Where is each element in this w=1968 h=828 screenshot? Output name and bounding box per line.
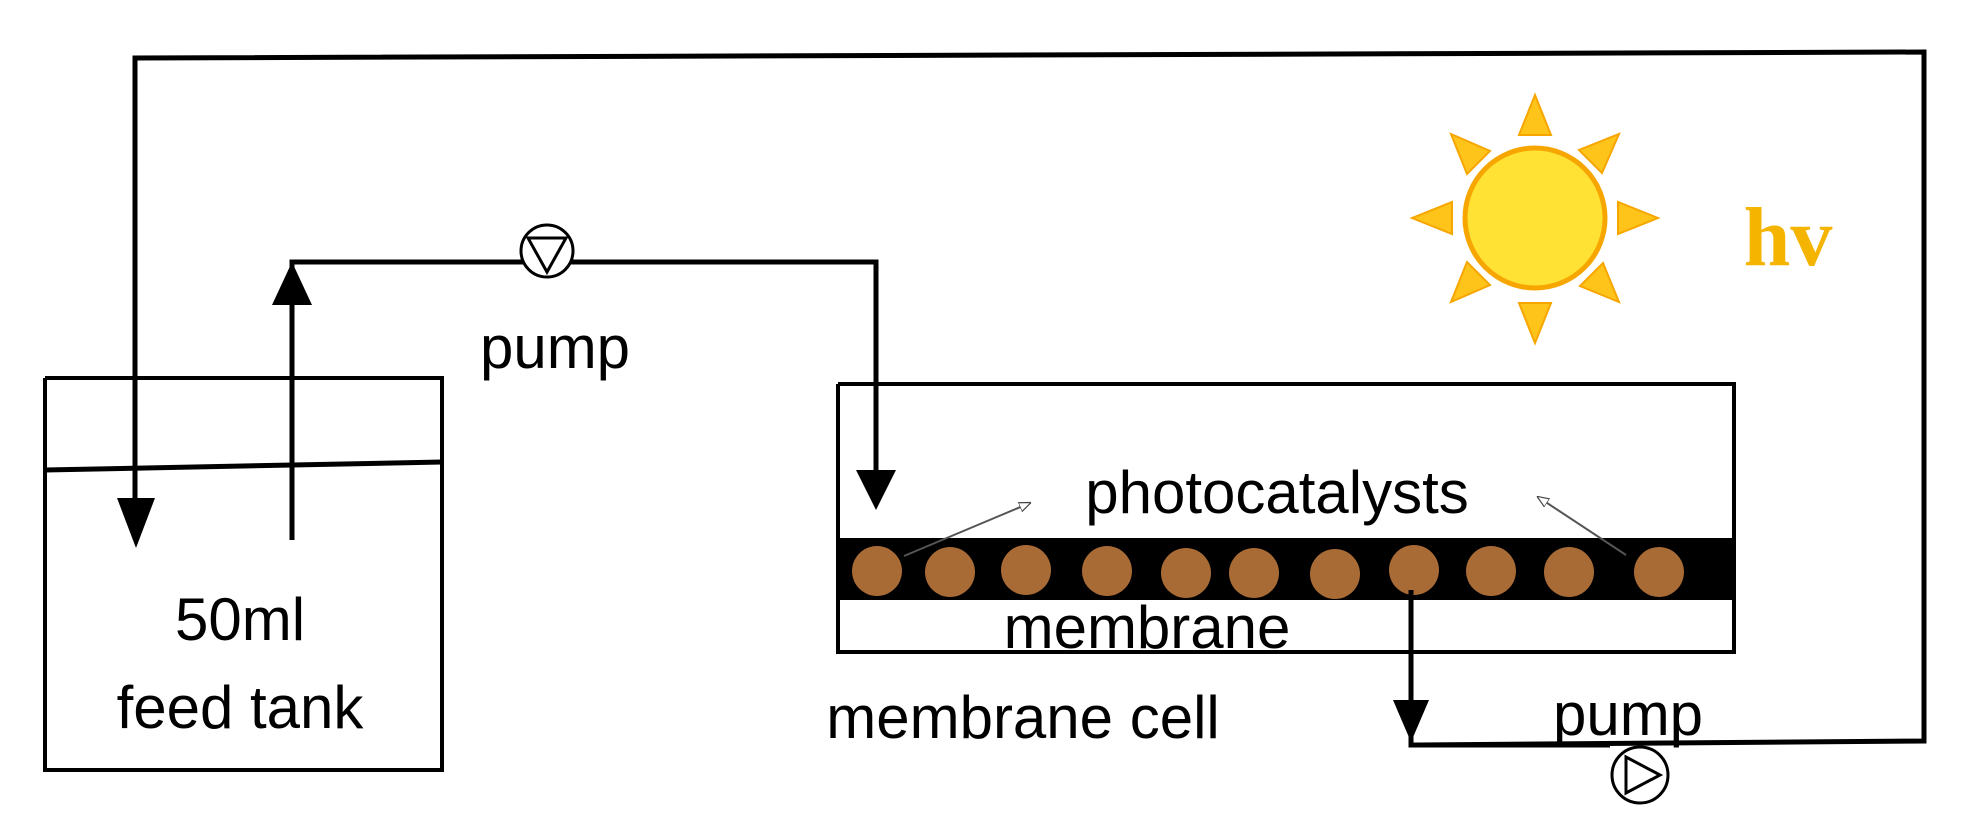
feed-tank bbox=[43, 376, 444, 772]
pump-top-label: pump bbox=[480, 314, 630, 381]
photocatalysts-label: photocatalysts bbox=[1085, 459, 1469, 526]
permeate-down-arrow bbox=[1393, 700, 1429, 742]
pump-icon bbox=[519, 223, 575, 279]
sun-icon bbox=[1409, 92, 1661, 346]
tank-volume-label: 50ml bbox=[175, 586, 305, 653]
cell-inlet-arrow bbox=[856, 470, 896, 510]
photocatalyst-pointer-left bbox=[903, 503, 1030, 557]
water-level bbox=[44, 459, 443, 473]
light-label: hv bbox=[1744, 191, 1833, 284]
membrane-label: membrane bbox=[1004, 594, 1291, 661]
pump-bottom-label: pump bbox=[1553, 681, 1703, 748]
membrane-cell-label: membrane cell bbox=[826, 684, 1220, 751]
tank-name-label: feed tank bbox=[117, 674, 365, 741]
photocatalyst-pointer-right bbox=[1538, 497, 1627, 556]
return-arrow bbox=[117, 498, 155, 548]
feed-line-to-cell bbox=[571, 259, 879, 480]
permeate-line bbox=[1408, 590, 1610, 748]
photocatalyst-particles bbox=[852, 545, 1684, 599]
feed-line bbox=[289, 259, 523, 540]
pump-icon bbox=[1610, 745, 1670, 805]
feed-up-arrow bbox=[272, 262, 312, 305]
